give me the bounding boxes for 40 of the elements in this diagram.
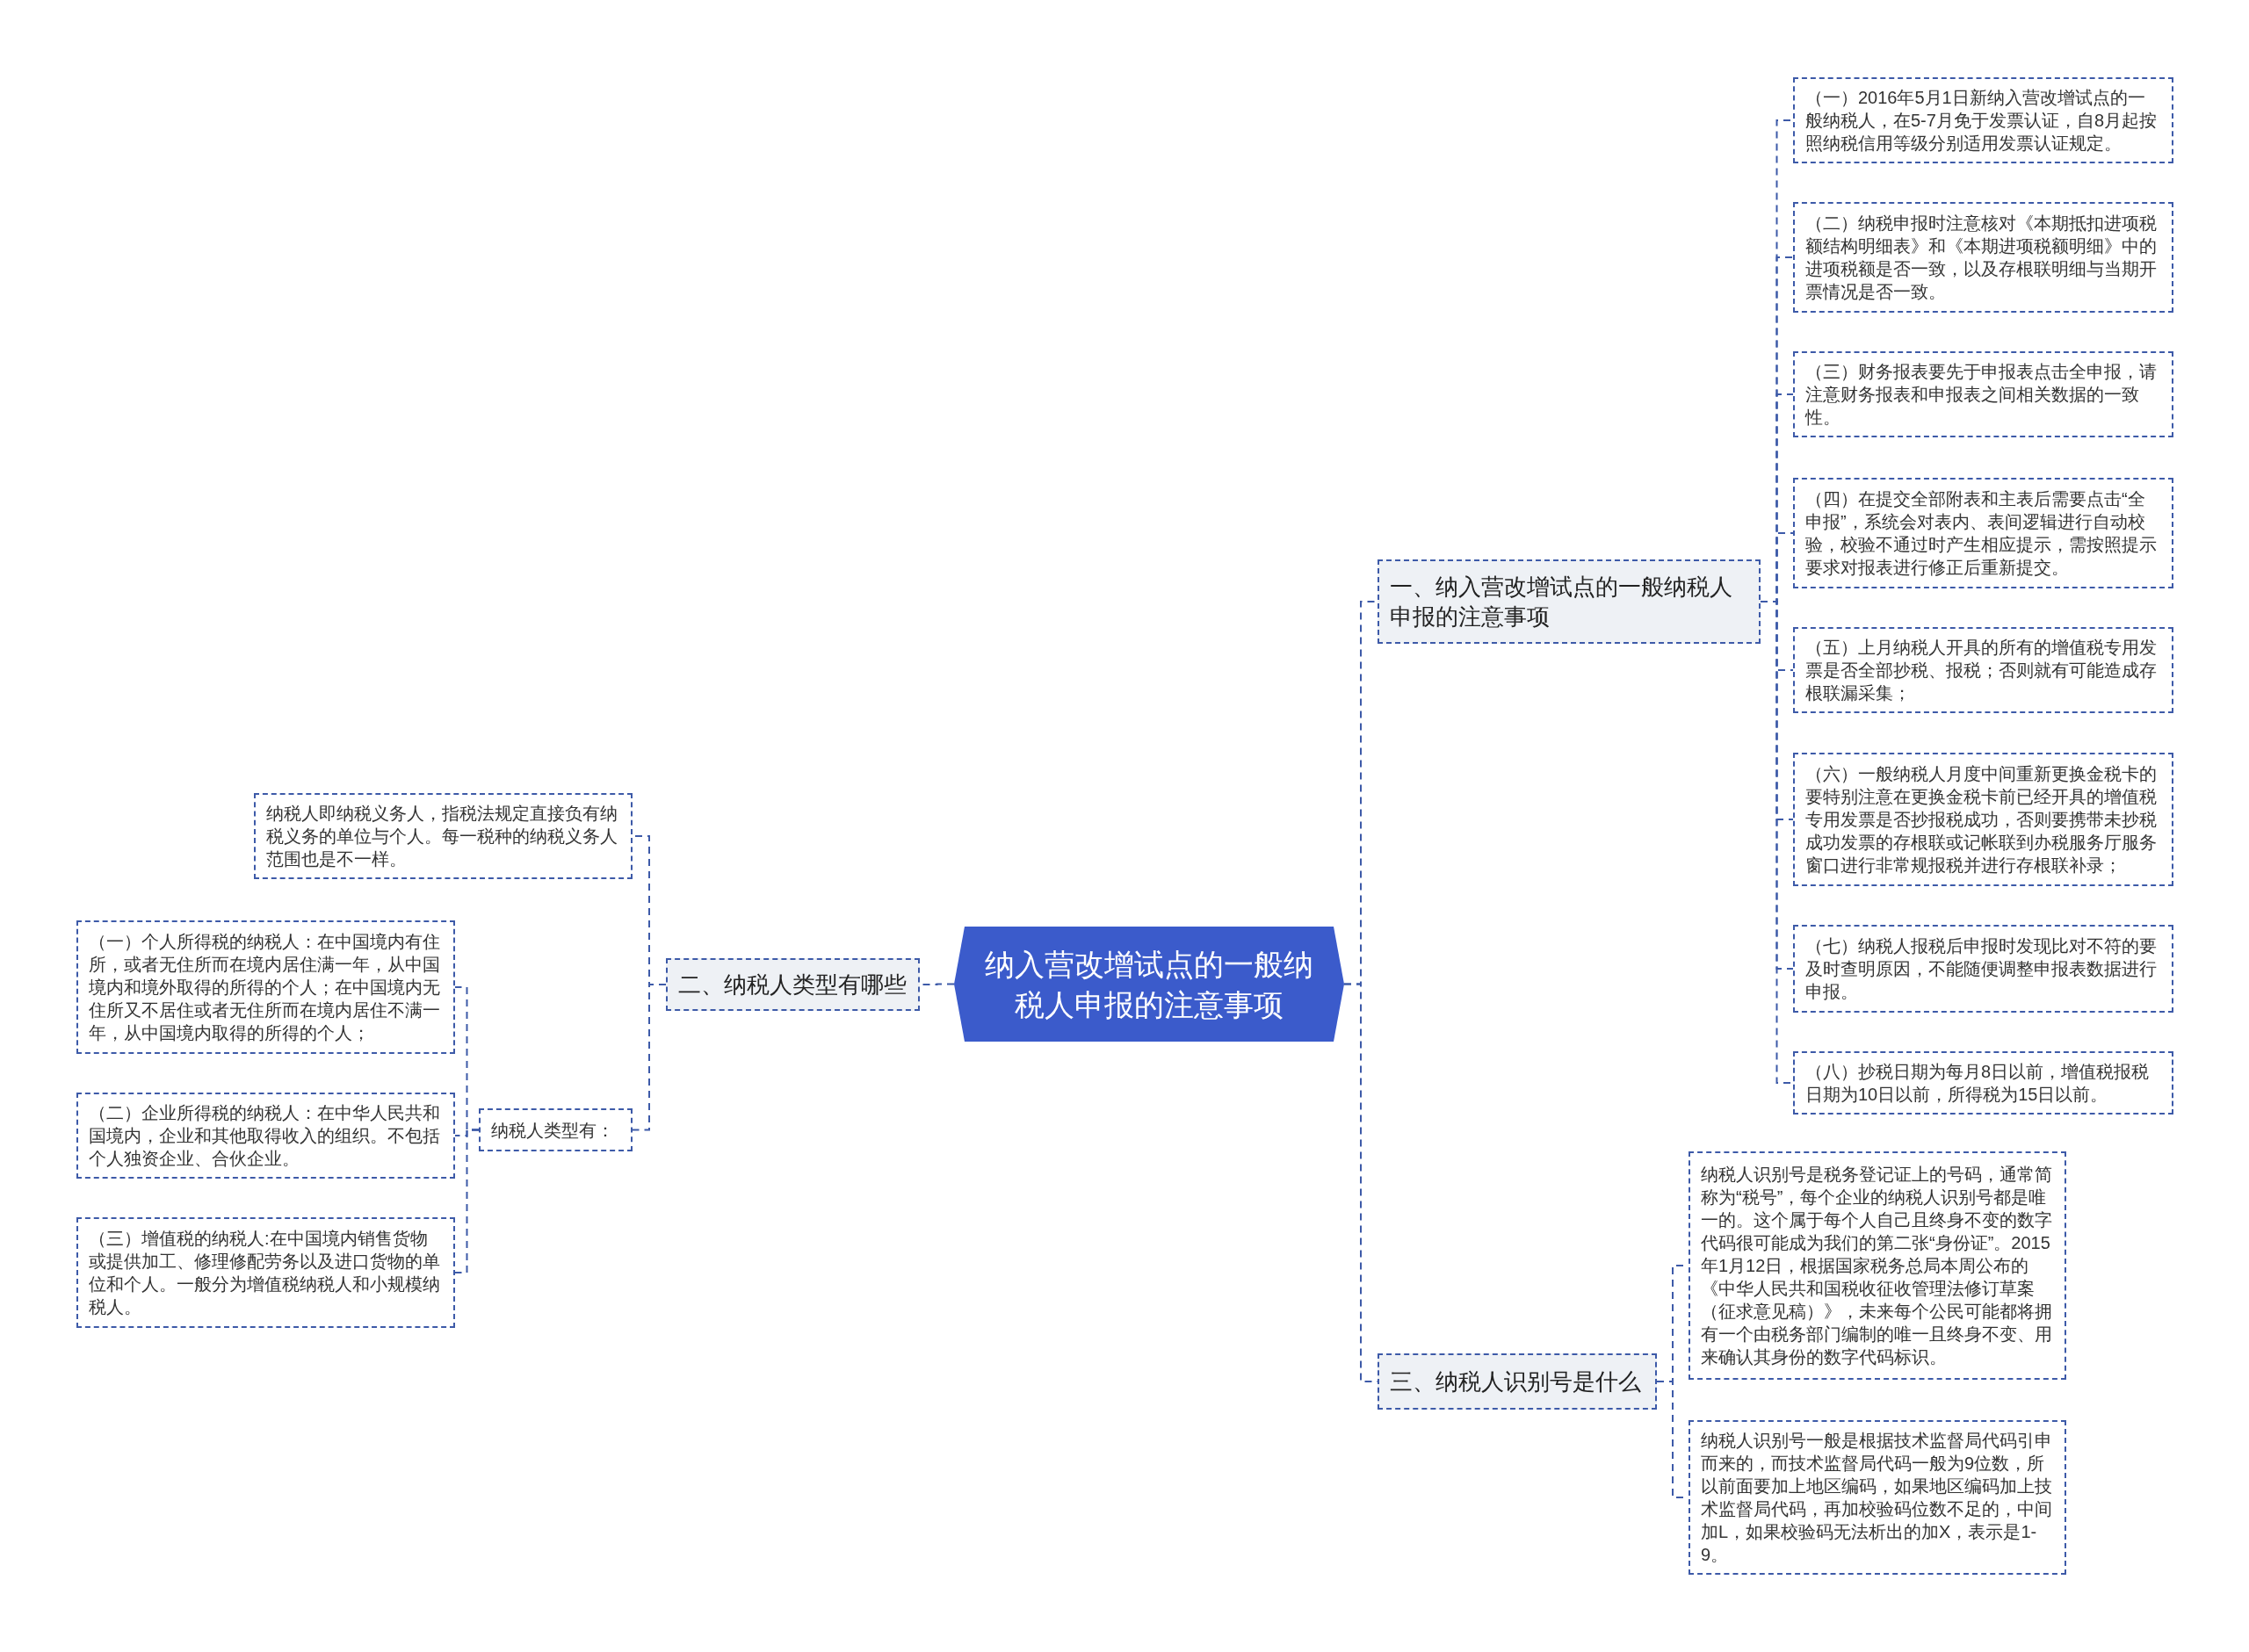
topic-text: 三、纳税人识别号是什么 [1390,1367,1642,1396]
note-box [1793,77,2173,163]
note-box [1689,1151,2066,1380]
note-box [76,1093,455,1179]
note-text: （四）在提交全部附表和主表后需要点击“全申报”，系统会对表内、表间逻辑进行自动校验，校验不通过时产生相应提示，需按照提示要求对报表进行修正后重新提交。 [1805,488,2158,579]
note-text: （一）个人所得税的纳税人：在中国境内有住所，或者无住所而在境内居住满一年，从中国境内和境外取得的所得的个人；在中国境内无住所又不居住或者无住所而在境内居住不满一年，从中国境内取得的所得的个人； [89,931,441,1044]
central-topic [954,927,1344,1042]
note-box [254,793,633,879]
note-text: （五）上月纳税人开具的所有的增值税专用发票是否全部抄税、报税；否则就有可能造成存根联漏采集； [1805,637,2158,704]
branch-topic [1378,1353,1657,1410]
topic-text: 二、纳税人类型有哪些 [678,970,908,999]
note-box [1689,1420,2066,1575]
note-box [1793,627,2173,713]
topic-text: 纳入营改增试点的一般纳税人申报的注意事项 [984,946,1314,1023]
note-box [76,1217,455,1328]
branch-topic [1378,559,1761,644]
branch-topic [666,958,920,1011]
note-box [1793,202,2173,313]
note-box [1793,925,2173,1013]
note-text: （三）增值税的纳税人:在中国境内销售货物或提供加工、修理修配劳务以及进口货物的单位和个人。一般分为增值税纳税人和小规模纳税人。 [89,1228,441,1318]
topic-text: 一、纳入营改增试点的一般纳税人申报的注意事项 [1390,573,1733,631]
note-text: 纳税人识别号一般是根据技术监督局代码引申而来的，而技术监督局代码一般为9位数，所以前面要加上地区编码，如果地区编码加上技术监督局代码，再加校验码位数不足的，中间加L，如果校验码无法析出的加X，表示是1-9。 [1701,1430,2053,1566]
note-text: （六）一般纳税人月度中间重新更换金税卡的要特别注意在更换金税卡前已经开具的增值税专用发票是否抄报税成功，否则要携带未抄税成功发票的存根联或记帐联到办税服务厅服务窗口进行非常规报税并进行存根联补录； [1805,763,2158,876]
note-box [1793,753,2173,886]
note-text: 纳税人即纳税义务人，指税法规定直接负有纳税义务的单位与个人。每一税种的纳税义务人范围也是不一样。 [266,803,618,870]
note-text: 纳税人类型有： [491,1119,615,1142]
note-text: （二）企业所得税的纳税人：在中华人民共和国境内，企业和其他取得收入的组织。不包括个人独资企业、合伙企业。 [89,1102,441,1170]
note-box [1793,351,2173,437]
note-text: （二）纳税申报时注意核对《本期抵扣进项税额结构明细表》和《本期进项税额明细》中的进项税额是否一致，以及存根联明细与当期开票情况是否一致。 [1805,213,2158,303]
note-text: （七）纳税人报税后申报时发现比对不符的要及时查明原因，不能随便调整申报表数据进行申报。 [1805,935,2158,1003]
note-text: （一）2016年5月1日新纳入营改增试点的一般纳税人，在5-7月免于发票认证，自8月起按照纳税信用等级分别适用发票认证规定。 [1805,87,2159,155]
note-text: 纳税人识别号是税务登记证上的号码，通常简称为“税号”，每个企业的纳税人识别号都是唯一的。这个属于每个人自己且终身不变的数字代码很可能成为我们的第二张“身份证”。2015年1月12日，根据国家税务总局本周公布的《中华人民共和国税收征收管理法修订草案（征求意见稿）》，未来每个公民可能都将拥有一个由税务部门编制的唯一且终身不变、用来确认其身份的数字代码标识。 [1701,1164,2053,1368]
note-box [1793,478,2173,588]
connector-line [454,1129,480,1273]
connector-line [632,984,667,1131]
note-box [1793,1051,2173,1115]
note-box [76,920,455,1054]
note-box [479,1108,633,1151]
note-text: （三）财务报表要先于申报表点击全申报，请注意财务报表和申报表之间相关数据的一致性。 [1805,361,2158,429]
note-text: （八）抄税日期为每月8日以前，增值税报税日期为10日以前，所得税为15日以前。 [1805,1061,2151,1106]
